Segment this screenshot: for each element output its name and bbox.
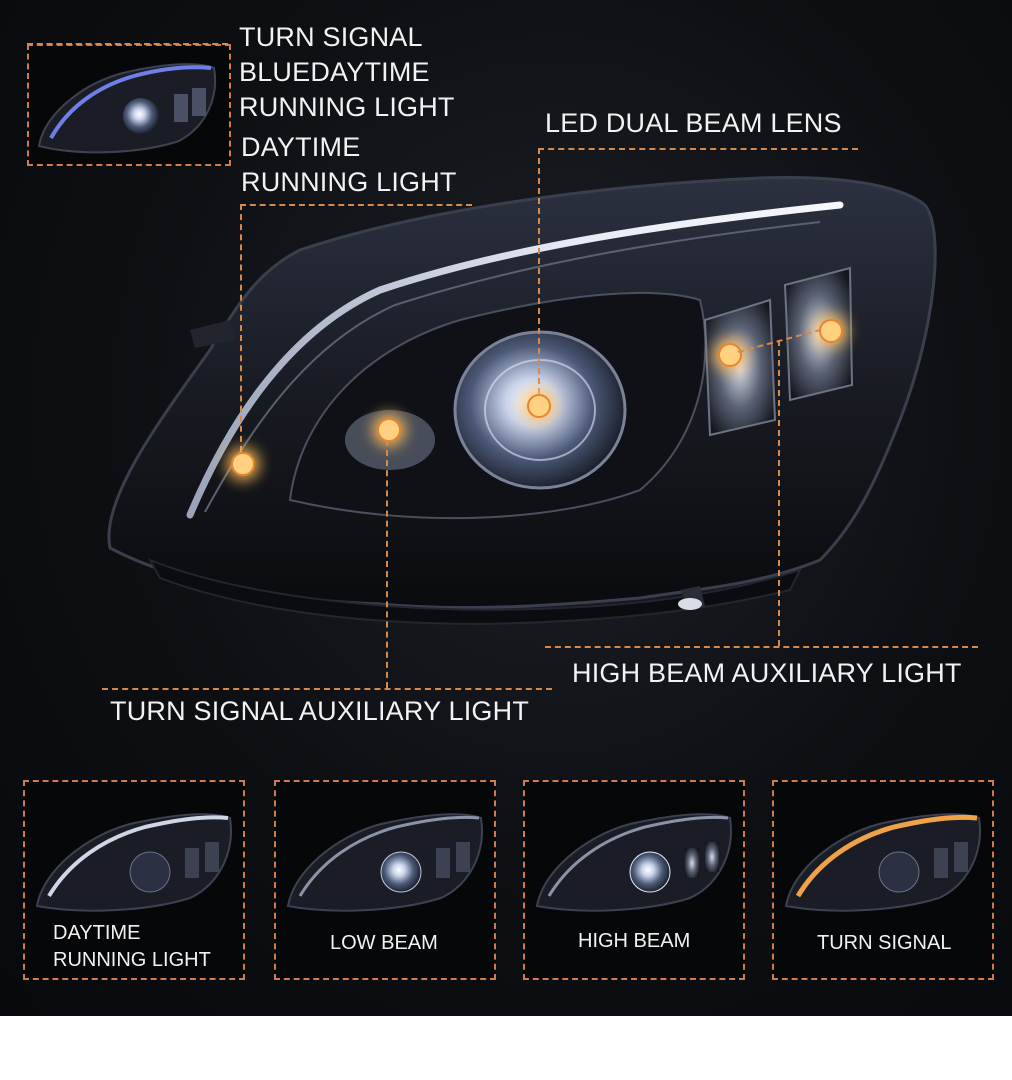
label-line: DAYTIME (241, 132, 361, 162)
mode-label-high-beam: HIGH BEAM (578, 928, 690, 955)
label-high-beam-auxiliary-light: HIGH BEAM AUXILIARY LIGHT (572, 658, 962, 688)
lens-callout-drop (538, 148, 540, 404)
blue-drl-headlamp-icon (37, 63, 216, 154)
high-beam-hotspot-2 (819, 319, 843, 343)
label-line: TURN SIGNAL (239, 22, 423, 52)
turn-aux-hotspot (377, 418, 401, 442)
label-line: BLUEDAYTIME (239, 57, 430, 88)
turn-signal-headlamp-icon (784, 813, 981, 912)
blue-drl-inset (27, 44, 231, 166)
mode-card-high-beam: HIGH BEAM (523, 780, 745, 980)
inset-connector-line (27, 43, 228, 45)
high-beam-callout-line (545, 646, 978, 648)
mode-label-turn-signal: TURN SIGNAL (817, 930, 951, 957)
mode-label-line: LOW BEAM (330, 932, 438, 954)
mode-label-drl: DAYTIME RUNNING LIGHT (53, 920, 211, 974)
label-led-dual-beam-lens: LED DUAL BEAM LENS (545, 108, 842, 138)
high-beam-headlamp-icon (535, 813, 732, 912)
drl-hotspot (231, 452, 255, 476)
mode-label-line: RUNNING LIGHT (53, 949, 211, 971)
mode-label-line: TURN SIGNAL (817, 932, 952, 954)
drl-headlamp-icon (35, 813, 232, 912)
high-beam-hotspot-1 (718, 343, 742, 367)
headlamp-illustration (107, 176, 937, 626)
label-turn-signal-blue-daytime: TURN SIGNAL BLUEDAYTIME RUNNING LIGHT (239, 20, 455, 125)
turn-aux-callout-drop (386, 440, 388, 688)
drl-callout-drop (240, 204, 242, 462)
lens-hotspot (527, 394, 551, 418)
turn-aux-callout-line (102, 688, 552, 690)
mode-card-turn-signal: TURN SIGNAL (772, 780, 994, 980)
lens-callout-line (538, 148, 858, 150)
label-turn-signal-auxiliary-light: TURN SIGNAL AUXILIARY LIGHT (110, 696, 530, 726)
mode-card-drl: DAYTIME RUNNING LIGHT (23, 780, 245, 980)
mode-label-line: HIGH BEAM (578, 930, 691, 952)
drl-callout-line (240, 204, 472, 206)
label-line: RUNNING LIGHT (241, 167, 457, 198)
high-beam-callout-drop (778, 340, 780, 646)
label-daytime-running-light: DAYTIME RUNNING LIGHT (241, 130, 457, 200)
label-line: RUNNING LIGHT (239, 92, 455, 123)
product-canvas: TURN SIGNAL BLUEDAYTIME RUNNING LIGHT DA… (0, 0, 1012, 1016)
low-beam-headlamp-icon (286, 813, 483, 912)
mode-label-low-beam: LOW BEAM (330, 930, 438, 957)
mode-card-low-beam: LOW BEAM (274, 780, 496, 980)
mode-label-line: DAYTIME (53, 922, 141, 944)
